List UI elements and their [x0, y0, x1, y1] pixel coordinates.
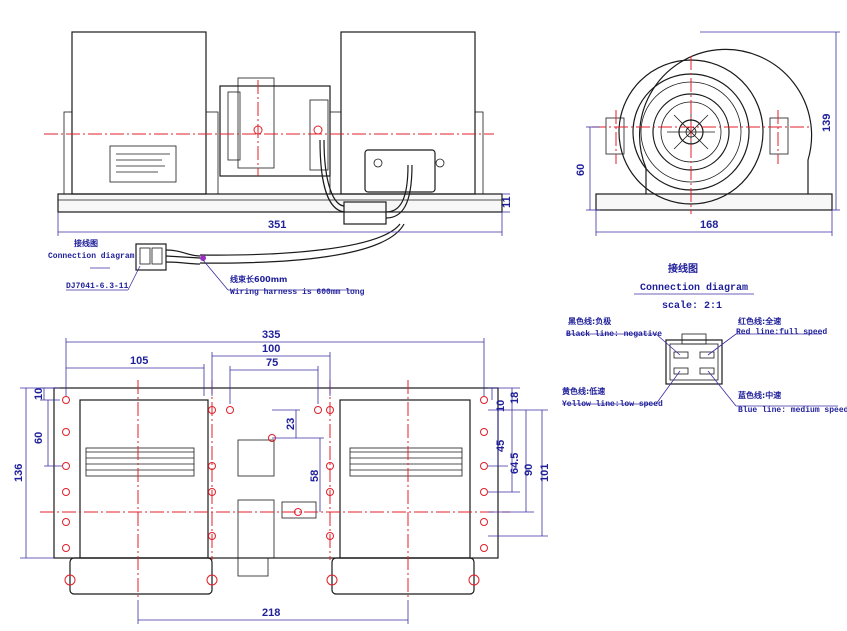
front-connector [343, 201, 387, 225]
top-view: 335 105 100 75 10 60 136 23 58 10 1 [13, 329, 551, 624]
diagram-scale: scale: 2:1 [662, 300, 722, 312]
dim-101: 101 [539, 464, 551, 482]
front-connection-title-cn: 接线图 [74, 238, 98, 248]
dim-45: 45 [495, 440, 507, 452]
dim-10-left: 10 [33, 388, 45, 400]
diagram-title-en: Connection diagram [640, 282, 748, 294]
harness-detail: 接线图 Connection diagram DJ7041-6.3-11 线束长… [48, 238, 365, 297]
diagram-connector [665, 339, 723, 385]
front-left-housing [71, 31, 207, 195]
dim-75: 75 [266, 357, 278, 369]
yellow-line-cn: 黄色线:低速 [562, 386, 605, 396]
dim-10-right: 10 [495, 400, 507, 412]
dim-side-axis: 60 [575, 164, 587, 176]
blue-line-cn: 蓝色线:中速 [738, 390, 781, 400]
red-line-cn: 红色线:全速 [738, 316, 781, 326]
dim-side-width: 168 [700, 219, 718, 231]
yellow-line-en: Yellow line:low speed [562, 400, 663, 409]
front-motor [219, 85, 331, 177]
harness-connector [135, 243, 167, 271]
harness-length-en: Wiring harness is 600mm long [230, 288, 365, 297]
dim-105: 105 [130, 355, 148, 367]
top-base-plate [53, 387, 499, 559]
black-line-cn: 黑色线:负极 [568, 316, 611, 326]
top-right-inlet [331, 557, 475, 595]
diagram-title-cn: 接线图 [668, 262, 698, 275]
side-base-plate [595, 193, 833, 211]
dim-100: 100 [262, 343, 280, 355]
dim-64-5: 64.5 [509, 453, 521, 474]
dim-23: 23 [285, 418, 297, 430]
top-left-inlet [69, 557, 213, 595]
front-base-plate [57, 193, 503, 213]
dim-60: 60 [33, 432, 45, 444]
dim-58: 58 [309, 470, 321, 482]
side-scroll-housing [639, 48, 813, 194]
front-connection-title-en: Connection diagram [48, 252, 135, 261]
nameplate [109, 145, 177, 183]
dim-218: 218 [262, 607, 280, 619]
terminal-bracket [364, 149, 436, 193]
dim-335: 335 [262, 329, 280, 341]
blue-line-en: Blue line: medium speed [738, 406, 847, 415]
dim-front-base-height: 11 [501, 196, 513, 208]
dim-136: 136 [13, 464, 25, 482]
harness-length-cn: 线束长600mm [230, 274, 287, 284]
front-view: 351 11 [44, 31, 513, 264]
side-view: 139 60 168 [575, 31, 840, 236]
mounting-holes [62, 396, 488, 552]
dim-90: 90 [523, 464, 535, 476]
red-line-en: Red line:full speed [736, 328, 827, 337]
top-left-housing [79, 399, 209, 559]
dim-18: 18 [509, 392, 521, 404]
connection-diagram: 接线图 Connection diagram scale: 2:1 黑色线:负极… [562, 262, 847, 415]
dim-side-height: 139 [821, 114, 833, 132]
connector-part-number: DJ7041-6.3-11 [66, 282, 129, 291]
dim-front-width: 351 [268, 219, 286, 231]
black-line-en: Black line: negative [566, 330, 662, 339]
top-right-housing [339, 399, 471, 559]
